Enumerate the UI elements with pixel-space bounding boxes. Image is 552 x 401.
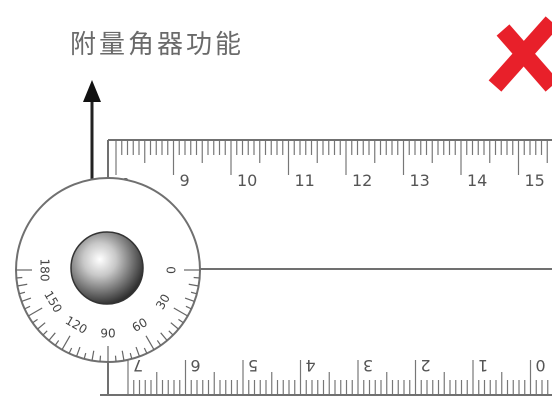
protractor-label: 30 — [153, 292, 173, 312]
top-ruler: 89101112131415 — [107, 139, 552, 190]
bottom-ruler-label: 5 — [248, 356, 258, 375]
protractor-tick — [42, 330, 48, 336]
protractor-tick — [114, 355, 117, 362]
protractor-tick — [168, 330, 174, 336]
protractor-tick — [143, 347, 148, 354]
protractor-tick — [21, 297, 32, 303]
protractor-feature-callout: 附量角器功能 — [70, 30, 245, 60]
protractor-tick — [160, 332, 168, 341]
bottom-ruler-label: 2 — [420, 356, 430, 375]
protractor-tick — [75, 346, 81, 357]
bottom-ruler-label: 0 — [535, 356, 545, 375]
bottom-ruler-label: 7 — [133, 356, 143, 375]
top-ruler-label: 9 — [180, 171, 190, 190]
protractor-tick — [54, 340, 60, 346]
protractor-label: 0 — [165, 266, 179, 274]
protractor-tick — [193, 276, 200, 279]
top-ruler-label: 11 — [295, 171, 315, 190]
protractor-tick — [68, 347, 73, 354]
top-ruler-label: 12 — [352, 171, 372, 190]
bottom-ruler: 7 6 5 4 3 2 1 0 — [100, 340, 552, 396]
top-ruler-label: 13 — [410, 171, 430, 190]
protractor-tick — [17, 283, 28, 287]
protractor-tick — [190, 291, 198, 295]
bottom-ruler-label: 6 — [190, 356, 200, 375]
protractor-label: 90 — [100, 327, 115, 341]
red-x-icon — [488, 16, 552, 92]
protractor-label: 60 — [130, 315, 150, 335]
protractor-tick — [145, 335, 155, 350]
protractor-tick — [24, 305, 31, 310]
protractor-tick — [170, 322, 179, 330]
protractor-tick — [16, 276, 23, 279]
protractor-tick — [83, 352, 87, 360]
protractor-tick — [61, 335, 71, 350]
top-ruler-label: 14 — [467, 171, 487, 190]
protractor-tick — [91, 350, 95, 361]
up-arrow-icon — [83, 80, 101, 185]
protractor-label: 180 — [38, 259, 52, 282]
rotation-knob-icon[interactable] — [70, 231, 144, 305]
protractor-tick — [178, 318, 184, 324]
protractor-tick — [18, 291, 26, 295]
protractor-tick — [48, 332, 56, 341]
top-ruler-label: 15 — [525, 171, 545, 190]
bottom-ruler-label: 3 — [363, 356, 373, 375]
protractor-tick — [184, 297, 195, 303]
bottom-ruler-label: 4 — [305, 356, 315, 375]
protractor-tick — [37, 322, 46, 330]
protractor-tick — [28, 307, 43, 317]
protractor-tick — [99, 355, 102, 362]
bottom-ruler-label: 1 — [478, 356, 488, 375]
protractor-tick — [129, 352, 133, 360]
protractor-tick — [156, 340, 162, 346]
top-ruler-label: 10 — [237, 171, 257, 190]
protractor-tick — [173, 307, 188, 317]
protractor-tick — [135, 346, 141, 357]
protractor-tick — [121, 350, 125, 361]
protractor-tick — [185, 305, 192, 310]
protractor-tick — [188, 283, 199, 287]
protractor-tick — [32, 318, 38, 324]
